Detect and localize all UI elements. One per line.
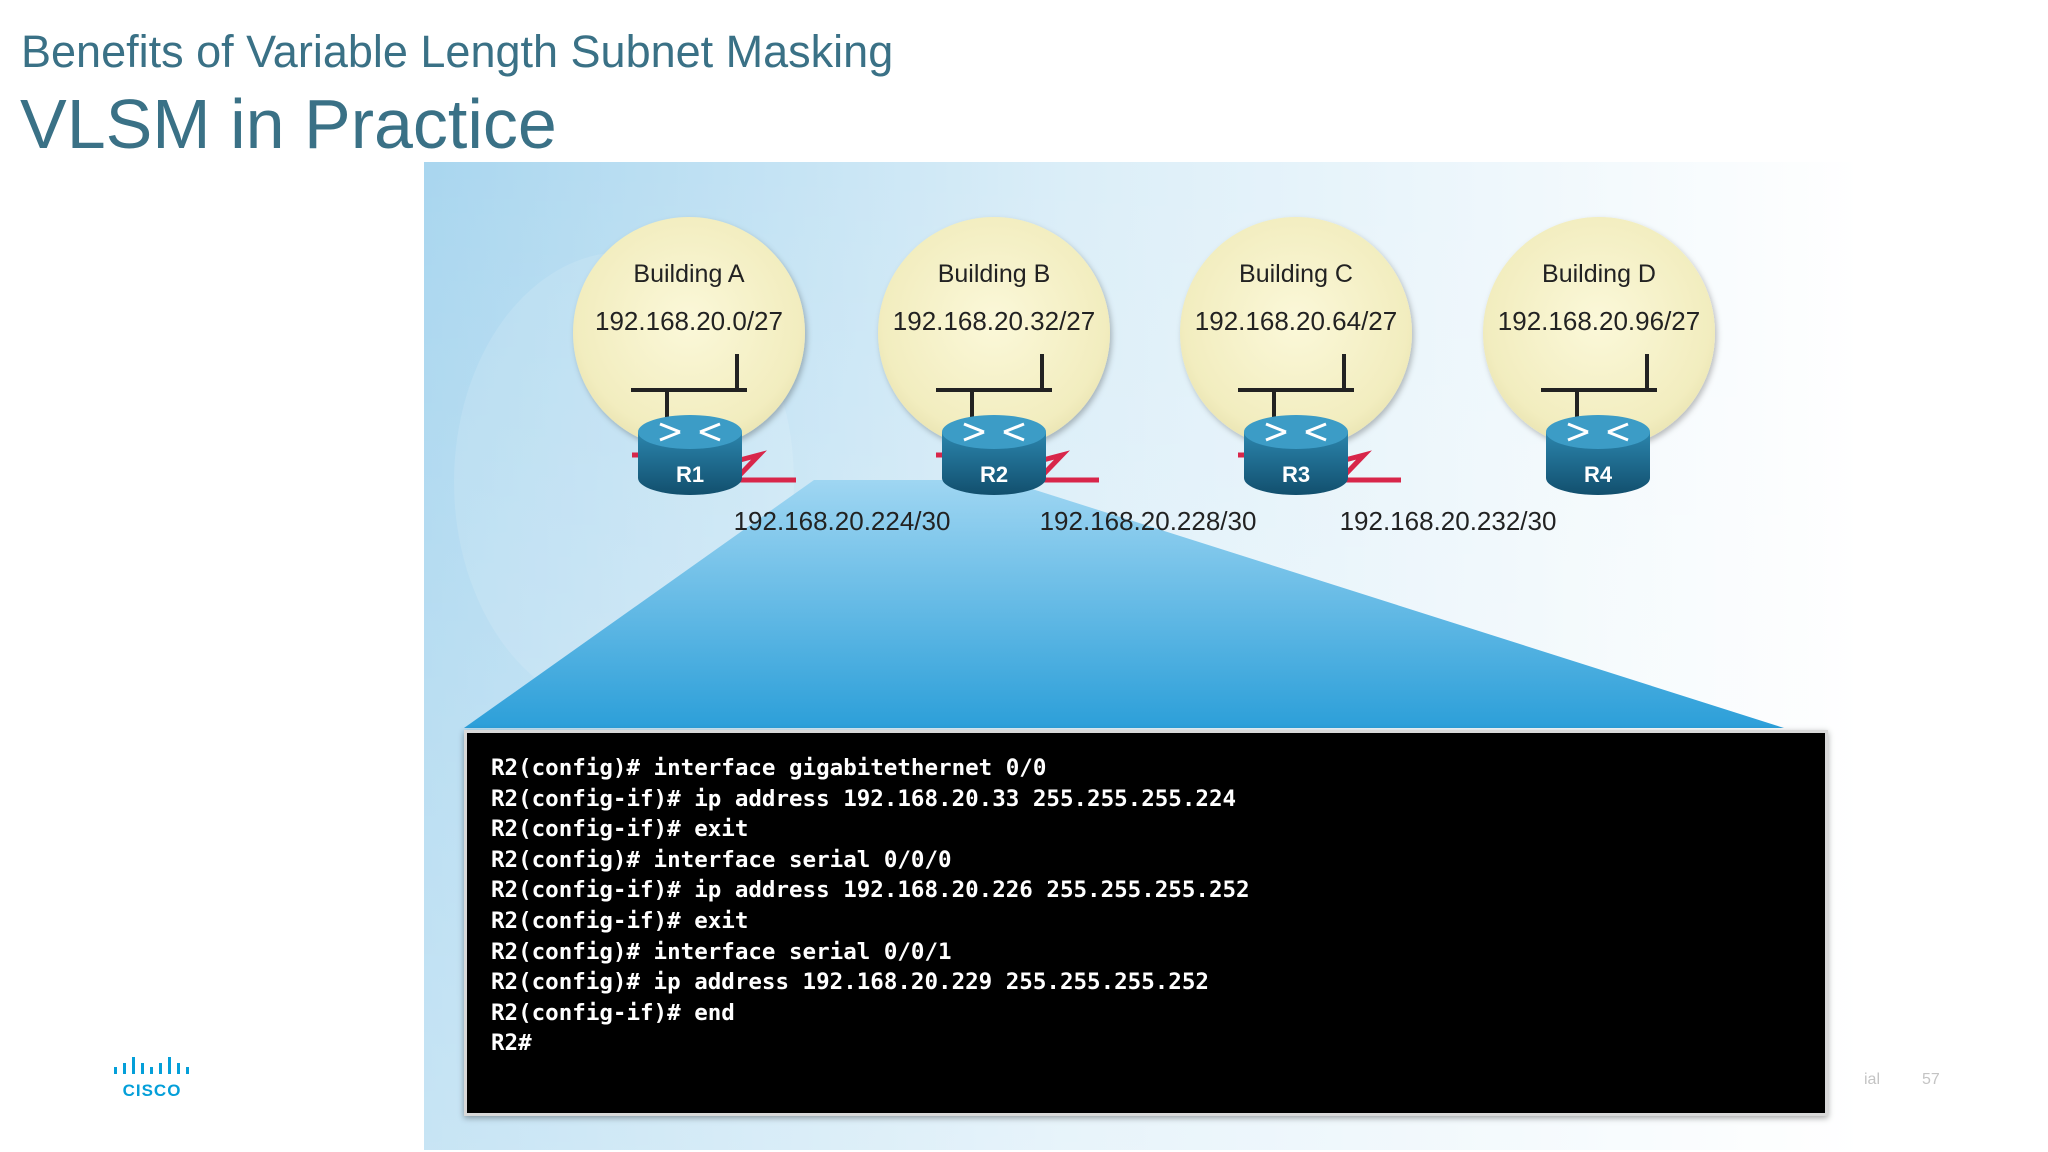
terminal-line: R2(config)# interface gigabitethernet 0/…: [491, 755, 1047, 781]
terminal-line: R2(config-if)# end: [491, 999, 735, 1026]
page-number: 57: [1922, 1071, 1940, 1088]
terminal-line: R2(config-if)# ip address 192.168.20.226…: [491, 877, 1250, 904]
r2-config-terminal: R2(config)# interface gigabitethernet 0/…: [464, 730, 1828, 1116]
serial-link-label-2: 192.168.20.228/30: [1040, 506, 1257, 536]
building-name: Building D: [1542, 260, 1656, 288]
building-c: Building C 192.168.20.64/27: [1180, 217, 1412, 449]
terminal-line: R2(config)# ip address 192.168.20.229 25…: [491, 969, 1209, 996]
router-label: R1: [676, 462, 704, 487]
building-name: Building A: [633, 260, 745, 288]
building-a: Building A 192.168.20.0/27: [573, 217, 805, 449]
router-label: R3: [1282, 462, 1310, 487]
terminal-line: R2(config-if)# exit: [491, 907, 749, 934]
terminal-line: R2(config-if)# ip address 192.168.20.33 …: [491, 785, 1237, 812]
terminal-line: R2(config)# interface serial 0/0/0: [491, 846, 952, 873]
building-network: 192.168.20.64/27: [1195, 306, 1397, 336]
building-network: 192.168.20.32/27: [893, 306, 1095, 336]
terminal-line: R2(config-if)# exit: [491, 816, 749, 843]
r2-callout-wedge: [464, 480, 1784, 728]
building-b: Building B 192.168.20.32/27: [878, 217, 1110, 449]
slide-subtitle: Benefits of Variable Length Subnet Maski…: [21, 26, 894, 77]
footer-note: ial: [1864, 1071, 1881, 1088]
vlsm-topology-figure: Building A 192.168.20.0/27 Building B 19…: [424, 162, 1860, 1150]
building-name: Building B: [938, 260, 1051, 288]
building-network: 192.168.20.96/27: [1498, 306, 1700, 336]
building-network: 192.168.20.0/27: [595, 306, 783, 336]
cisco-logo: CISCO: [110, 1056, 194, 1100]
building-name: Building C: [1239, 260, 1353, 288]
serial-link-label-1: 192.168.20.224/30: [734, 506, 951, 536]
router-r2: R2: [942, 415, 1046, 495]
building-d: Building D 192.168.20.96/27: [1483, 217, 1715, 449]
router-r4: R4: [1546, 415, 1650, 495]
serial-link-label-3: 192.168.20.232/30: [1340, 506, 1557, 536]
router-r1: R1: [638, 415, 742, 495]
router-r3: R3: [1244, 415, 1348, 495]
router-label: R4: [1584, 462, 1613, 487]
terminal-line: R2(config)# interface serial 0/0/1: [491, 938, 952, 965]
cisco-logo-text: CISCO: [123, 1081, 182, 1100]
terminal-line: R2#: [491, 1030, 532, 1057]
router-label: R2: [980, 462, 1008, 487]
slide-title: VLSM in Practice: [20, 85, 557, 163]
